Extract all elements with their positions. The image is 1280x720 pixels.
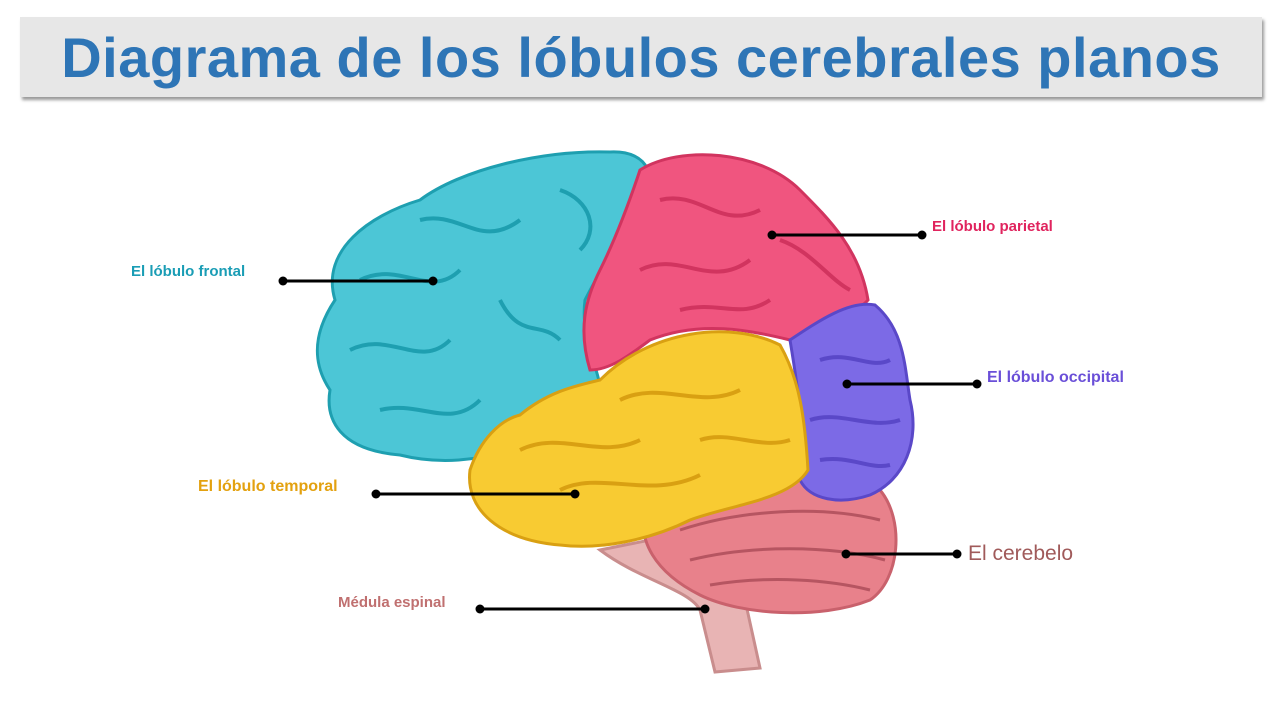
title-banner: Diagrama de los lóbulos cerebrales plano… (20, 17, 1262, 97)
frontal-lobe (315, 150, 652, 462)
label-frontal-lobe: El lóbulo frontal (131, 263, 246, 280)
parietal-lobe (582, 153, 870, 372)
label-occipital-lobe: El lóbulo occipital (987, 369, 1124, 386)
label-parietal-lobe: El lóbulo parietal (932, 218, 1053, 235)
label-spinal-cord: Médula espinal (338, 594, 446, 611)
pointer-lines (278, 230, 982, 614)
label-temporal-lobe: El lóbulo temporal (198, 478, 338, 495)
label-cerebellum: El cerebelo (968, 542, 1074, 565)
diagram-title: Diagrama de los lóbulos cerebrales plano… (61, 25, 1221, 89)
